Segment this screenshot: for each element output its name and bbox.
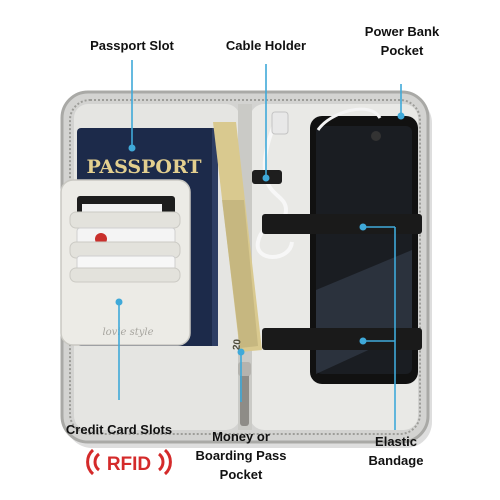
card-slot-1 xyxy=(69,211,181,229)
callout-lines xyxy=(118,60,402,430)
passport-text: PASSPORT xyxy=(86,156,201,178)
callout-dot-elastic-top xyxy=(359,223,367,231)
label-money-line-1: Money or xyxy=(212,429,270,444)
elastic-band-top xyxy=(262,214,422,234)
label-cable-holder: Cable Holder xyxy=(225,38,307,53)
callout-dots xyxy=(115,112,405,356)
label-money-line-3: Pocket xyxy=(219,467,263,482)
brand-text: lovie style xyxy=(102,327,153,338)
rfid-logo: RFID xyxy=(86,448,172,476)
label-elastic-line-1: Elastic xyxy=(375,434,417,449)
label-power-bank-line-1: Power Bank xyxy=(364,24,440,39)
phone-camera xyxy=(371,131,381,141)
banknote-value: 20 xyxy=(231,338,243,351)
label-power-bank-pocket: Power Bank Pocket xyxy=(350,22,454,60)
label-passport-slot: Passport Slot xyxy=(90,38,174,53)
label-credit-card-slots: Credit Card Slots xyxy=(65,422,173,437)
rfid-wave-left-outer xyxy=(86,448,95,476)
zipper-slider xyxy=(238,362,251,376)
rfid-wave-right-outer xyxy=(163,448,172,476)
label-power-bank-line-2: Pocket xyxy=(380,43,424,58)
callout-dot-cable xyxy=(262,174,270,182)
label-elastic-bandage: Elastic Bandage xyxy=(354,432,438,470)
callout-dot-power-bank xyxy=(397,112,405,120)
elastic-band-bottom xyxy=(262,328,422,350)
callout-dot-passport xyxy=(128,144,136,152)
charging-cable xyxy=(316,107,382,131)
card-slot-3 xyxy=(69,267,181,283)
callout-dot-money xyxy=(237,348,245,356)
rfid-wave-left-inner xyxy=(93,452,101,472)
card-chip xyxy=(82,204,162,214)
zipper-pull xyxy=(240,370,249,426)
label-money-pocket: Money or Boarding Pass Pocket xyxy=(186,427,296,484)
usb-cable xyxy=(255,119,294,259)
label-money-line-2: Boarding Pass xyxy=(195,448,287,463)
callout-dot-elastic-bottom xyxy=(359,337,367,345)
rfid-wave-right-inner xyxy=(157,452,165,472)
label-elastic-line-2: Bandage xyxy=(368,453,424,468)
zipper-track xyxy=(69,99,421,435)
banknote-shade xyxy=(222,200,258,348)
passport-edge xyxy=(212,128,218,346)
usb-plug xyxy=(271,111,289,135)
callout-dot-credit-card xyxy=(115,298,123,306)
rfid-text: RFID xyxy=(107,454,151,475)
